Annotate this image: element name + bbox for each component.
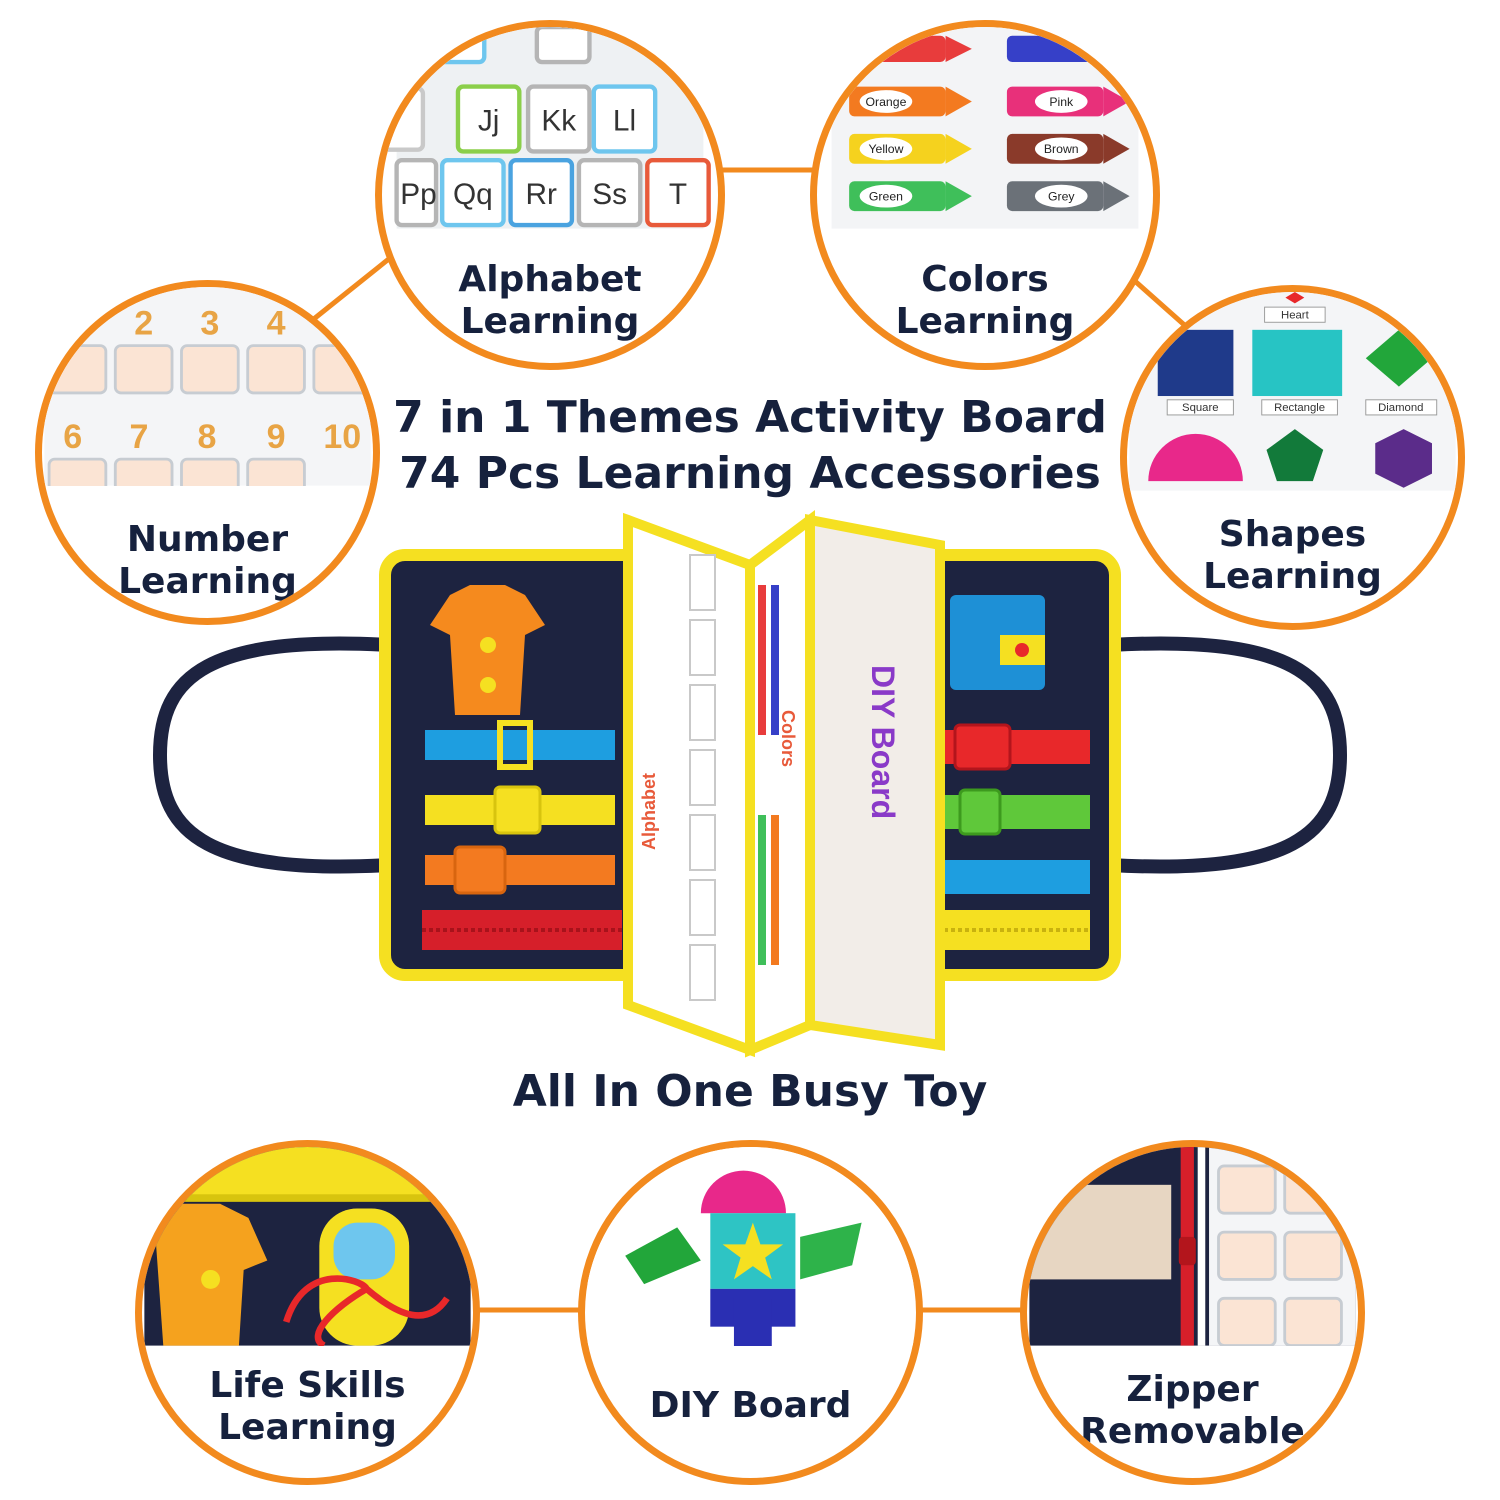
color-label: Grey (1048, 190, 1075, 204)
felt-shirt-icon (430, 585, 545, 715)
number-card: 7 (129, 418, 148, 456)
alphabet-card: Qq (453, 178, 493, 211)
feature-subtitle: Learning (218, 1407, 397, 1448)
feature-circle-diy-board: DIY Board (578, 1140, 923, 1485)
board-label-diy: DIY Board (865, 665, 901, 819)
busy-board-illustration: Alphabet Colors DIY Board (152, 510, 1348, 1058)
alphabet-card: Ss (592, 178, 627, 211)
number-cards-icon: 2 3 4 6 7 8 9 10 (44, 287, 373, 486)
feature-subtitle: Learning (118, 561, 297, 602)
alphabet-card: T (669, 178, 687, 211)
color-crayons-icon: Orange Yellow Green Pink Brown Grey (831, 27, 1139, 229)
alphabet-cards-icon: Jj Kk Ll Pp Qq Rr Ss T (382, 27, 711, 229)
feature-title: Life Skills (209, 1365, 406, 1406)
headline-line-2: 74 Pcs Learning Accessories (399, 448, 1101, 499)
feature-title: Zipper (1126, 1369, 1259, 1410)
shape-label: Diamond (1378, 402, 1423, 414)
color-label: Green (869, 190, 903, 204)
number-card: 4 (267, 304, 286, 342)
alphabet-card: Ll (613, 104, 636, 137)
shape-label: Heart (1281, 309, 1310, 321)
number-card: 3 (200, 304, 219, 342)
alphabet-card: Pp (400, 178, 436, 211)
feature-title: Number (126, 519, 289, 560)
feature-title: Shapes (1218, 514, 1367, 555)
felt-figure-icon (587, 1147, 914, 1346)
feature-subtitle: Learning (1203, 556, 1382, 597)
color-label: Brown (1044, 142, 1079, 156)
feature-subtitle: Learning (895, 301, 1075, 342)
alphabet-card: Kk (541, 104, 576, 137)
feature-title: DIY Board (649, 1385, 852, 1426)
feature-title: Colors (921, 259, 1049, 300)
shirt-and-shoe-icon (144, 1147, 471, 1346)
headline-line-1: 7 in 1 Themes Activity Board (393, 392, 1107, 443)
feature-circle-alphabet: Jj Kk Ll Pp Qq Rr Ss T Alphabet Learning (375, 20, 725, 370)
color-label: Pink (1049, 95, 1074, 109)
shape-label: Square (1182, 402, 1219, 414)
feature-subtitle: Learning (460, 301, 640, 342)
feature-circle-colors: Orange Yellow Green Pink Brown Grey Colo… (810, 20, 1160, 370)
feature-circle-shapes: Heart Square Rectangle Diamond Shapes Le… (1120, 285, 1465, 630)
number-card: 6 (63, 418, 82, 456)
shape-label: Rectangle (1274, 402, 1325, 414)
board-label-alphabet: Alphabet (639, 773, 659, 850)
feature-circle-life-skills: Life Skills Learning (135, 1140, 480, 1485)
number-card: 9 (267, 418, 286, 456)
feature-subtitle: Removable (1080, 1411, 1305, 1452)
feature-title: Alphabet (458, 259, 642, 300)
color-label: Yellow (868, 142, 903, 156)
alphabet-card: Rr (526, 178, 558, 211)
number-card: 2 (134, 304, 153, 342)
board-label-colors: Colors (778, 710, 798, 767)
zipper-icon (1029, 1147, 1356, 1346)
number-card: 8 (198, 418, 217, 456)
color-label: Orange (865, 95, 906, 109)
feature-circle-zipper: Zipper Removable (1020, 1140, 1365, 1485)
alphabet-card: Jj (478, 104, 500, 137)
feature-circle-numbers: 2 3 4 6 7 8 9 10 Number Learning (35, 280, 380, 625)
felt-shapes-icon: Heart Square Rectangle Diamond (1129, 292, 1456, 491)
headline-bottom: All In One Busy Toy (512, 1066, 988, 1117)
number-card: 10 (323, 418, 361, 456)
